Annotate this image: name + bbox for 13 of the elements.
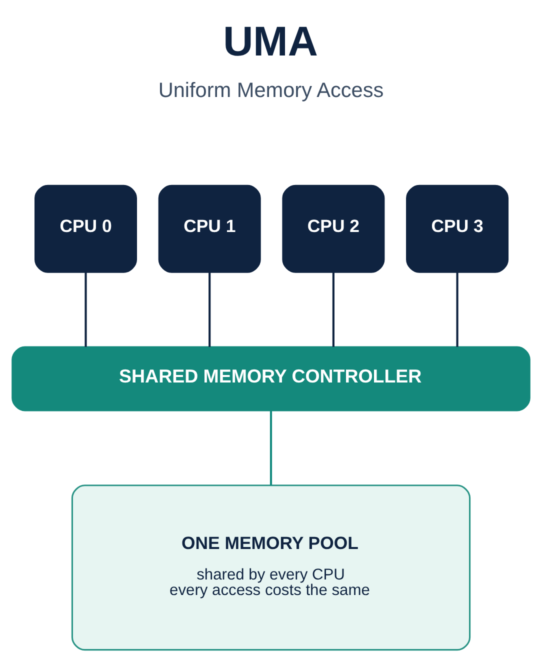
label: Uniform Memory Access — [158, 78, 384, 102]
node-box: CPU 1 — [158, 184, 261, 272]
node-box: SHARED MEMORY CONTROLLER — [12, 346, 530, 411]
connector — [332, 272, 334, 346]
node-box: ONE MEMORY POOL shared by every CPU every access costs the same — [71, 484, 471, 650]
connector — [456, 272, 458, 346]
connector — [84, 272, 87, 346]
node-box: CPU 2 — [282, 184, 385, 272]
node-box: CPU 3 — [406, 184, 509, 272]
connector — [270, 410, 272, 485]
node-box: CPU 0 — [34, 184, 137, 272]
connector — [208, 272, 211, 346]
diagram-title: UMA — [223, 17, 318, 64]
